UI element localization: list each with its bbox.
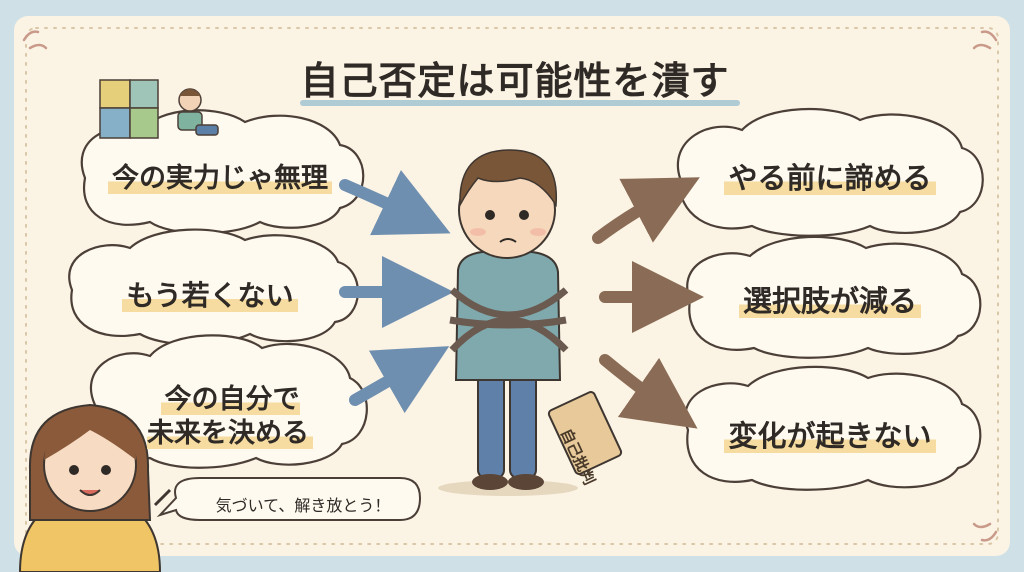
- result-label-3: 変化が起きない: [695, 418, 965, 454]
- thought-text-2: もう若くない: [122, 279, 298, 312]
- puzzle-icon: [99, 79, 159, 139]
- result-text-1: やる前に諦める: [724, 161, 936, 195]
- title-underline: [300, 100, 740, 106]
- thought-label-3: 今の自分で 未来を決める: [100, 383, 360, 451]
- thought-cloud-bubbles: [68, 107, 984, 491]
- dotted-border: [25, 27, 999, 545]
- thought-label-2: もう若くない: [85, 278, 335, 313]
- kneeling-person-icon: [177, 88, 219, 136]
- guide-woman-illustration: [18, 403, 172, 572]
- result-text-2: 選択肢が減る: [738, 284, 921, 318]
- self-criticism-tag: [547, 391, 623, 475]
- thought-text-1: 今の実力じゃ無理: [108, 163, 332, 194]
- result-label-2: 選択肢が減る: [700, 283, 960, 319]
- blue-arrows: [339, 170, 454, 414]
- thought-text-3: 今の自分で 未来を決める: [147, 384, 313, 449]
- guide-speech-text: 気づいて、解き放とう！: [215, 496, 391, 515]
- chained-boy-illustration: [438, 149, 623, 496]
- result-text-3: 変化が起きない: [724, 419, 936, 453]
- corner-decoration-icon: [22, 30, 998, 542]
- page-title: 自己否定は可能性を潰す: [300, 59, 730, 103]
- speech-bubble: [156, 477, 422, 521]
- brown-arrows: [592, 177, 704, 429]
- thought-label-1: 今の実力じゃ無理: [90, 162, 350, 196]
- result-label-1: やる前に諦める: [690, 160, 970, 196]
